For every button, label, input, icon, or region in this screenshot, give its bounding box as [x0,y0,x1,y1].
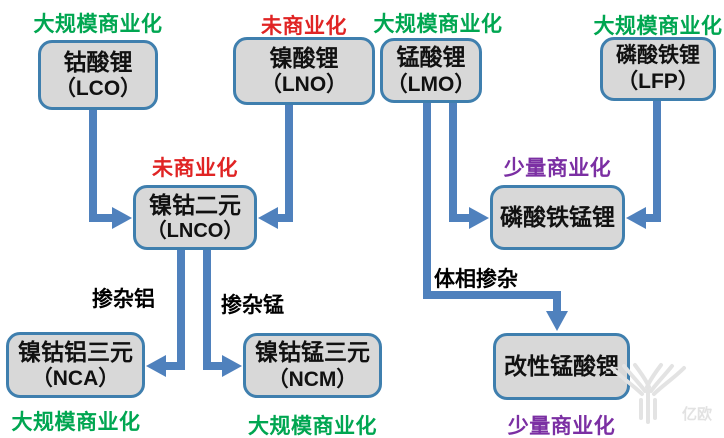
connector-lnco-to-ncm [203,249,223,370]
watermark-logo-icon [610,363,686,424]
node-ncm-code: （NCM） [267,367,358,391]
status-label-lmo: 大规模商业化 [373,13,503,36]
arrowhead-into-lfmp-right [626,207,646,229]
status-label-lnco: 未商业化 [152,157,238,180]
node-lco-code: （LCO） [54,77,142,101]
node-lmo-code: （LMO） [386,72,476,96]
node-lfmp: 磷酸铁锰锂 [490,185,625,250]
status-label-mlmo: 少量商业化 [507,415,616,438]
node-lfp: 磷酸铁锂 （LFP） [600,37,716,101]
node-lco: 钴酸锂 （LCO） [38,40,158,110]
node-lnco: 镍钴二元 （LNCO） [133,185,257,250]
watermark-text: 亿欧 [681,406,712,423]
node-lmo: 锰酸锂 （LMO） [380,38,482,103]
status-label-lfp: 大规模商业化 [593,15,723,38]
watermark: 亿欧 [598,360,722,436]
edge-label-bulk-doping: 体相掺杂 [434,268,518,291]
node-lnco-name: 镍钴二元 [149,191,241,218]
status-label-lno: 未商业化 [261,15,347,38]
node-mlmo-name: 改性锰酸锂 [504,353,619,380]
node-lnco-code: （LNCO） [146,220,244,243]
status-label-lco: 大规模商业化 [33,13,163,36]
node-lno-name: 镍酸锂 [269,44,339,71]
node-nca-name: 镍钴铝三元 [18,338,133,365]
connector-lfp-to-lfmp [645,99,661,222]
node-nca-code: （NCA） [31,367,120,391]
arrowhead-into-mlmo [546,311,568,331]
status-label-nca: 大规模商业化 [11,411,141,434]
connector-lno-to-lnco [277,104,293,222]
node-mlmo: 改性锰酸锂 [493,333,630,400]
node-lfmp-name: 磷酸铁锰锂 [500,204,615,231]
node-lno: 镍酸锂 （LNO） [233,37,375,105]
node-lfp-code: （LFP） [617,70,699,93]
connector-lmo-to-lfmp [449,101,471,222]
node-nca: 镍钴铝三元 （NCA） [6,332,145,398]
status-label-lfmp: 少量商业化 [503,157,612,180]
node-lmo-name: 锰酸锂 [396,44,466,70]
arrowhead-into-lfmp-left [469,207,489,229]
node-lfp-name: 磷酸铁锂 [616,43,700,67]
node-ncm-name: 镍钴锰三元 [255,339,370,365]
connector-lco-to-lnco [89,108,114,222]
connector-lmo-to-mlmo [423,101,561,312]
node-ncm: 镍钴锰三元 （NCM） [243,333,382,398]
edge-label-doped-manganese: 掺杂锰 [221,294,284,317]
node-lno-code: （LNO） [260,73,348,97]
arrowhead-into-lnco-left [112,207,132,229]
arrowhead-into-nca [146,355,166,377]
arrowhead-into-ncm [222,355,242,377]
status-label-ncm: 大规模商业化 [248,415,377,438]
arrowhead-into-lnco-right [258,207,278,229]
edge-label-doped-aluminum: 掺杂铝 [92,288,155,311]
connector-lnco-to-nca [165,248,185,370]
node-lco-name: 钴酸锂 [63,48,133,75]
